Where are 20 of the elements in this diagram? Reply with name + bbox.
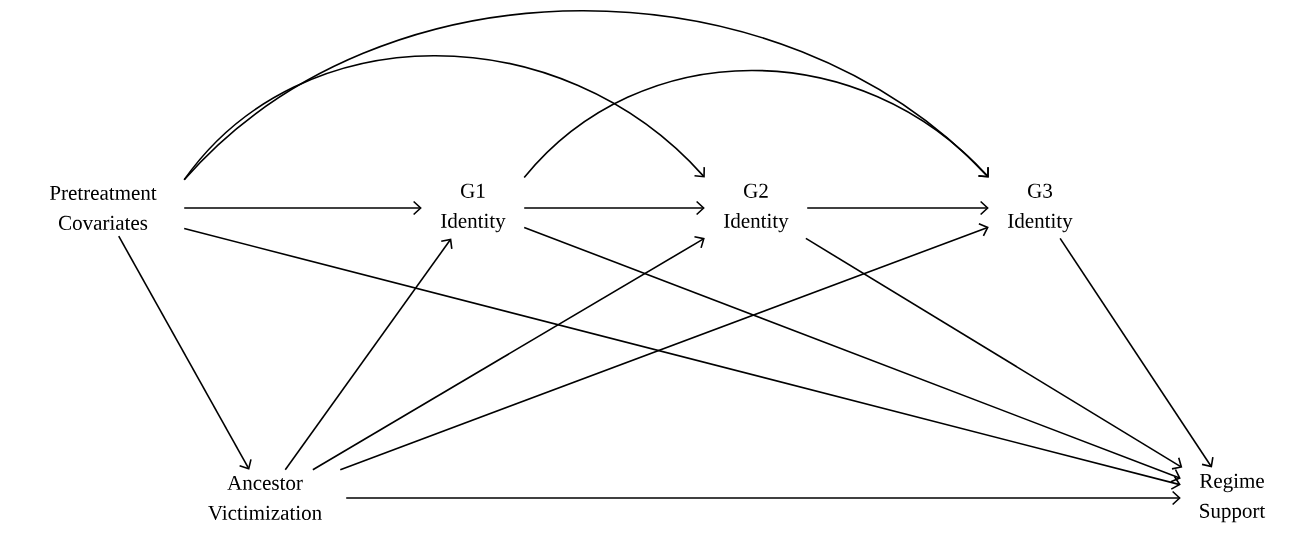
variable-label: Pretreatment Covariates	[50, 186, 157, 230]
arrow	[523, 69, 989, 179]
arrow	[117, 235, 252, 470]
variable-label: G3 Identity	[1008, 183, 1073, 233]
arrow	[345, 490, 1181, 506]
arrow	[806, 200, 989, 216]
arrow	[523, 200, 705, 216]
arrow	[183, 54, 705, 181]
arrow	[183, 227, 1181, 490]
arrow	[339, 223, 989, 471]
variable-label: G2 Identity	[724, 183, 789, 233]
variable-label: G1 Identity	[441, 183, 506, 233]
arrow	[284, 238, 453, 471]
variable-label: Regime Support	[1199, 473, 1266, 523]
arrow	[312, 235, 705, 471]
variable-label: Ancestor Victimization	[208, 475, 322, 521]
arrow	[523, 226, 1181, 483]
arrow	[1059, 237, 1214, 468]
arrow	[805, 237, 1183, 470]
arrow	[183, 200, 422, 216]
